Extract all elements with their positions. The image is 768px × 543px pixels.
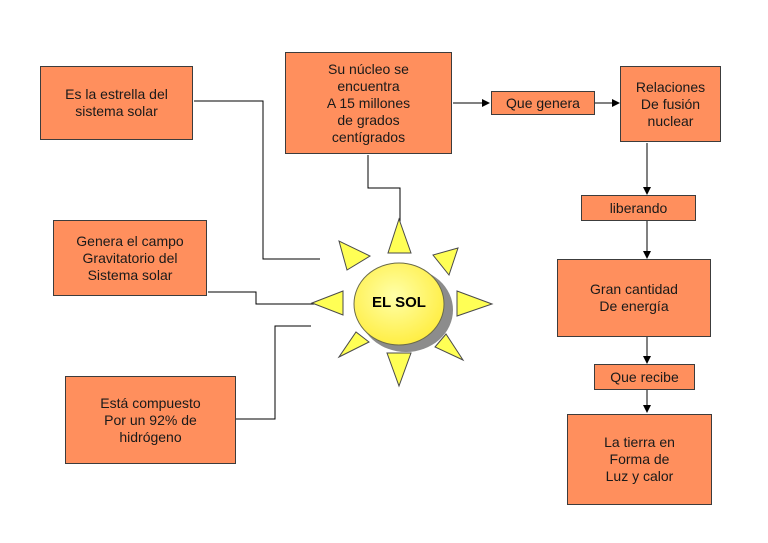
- sun-ray-left: [310, 290, 344, 316]
- sun-label: EL SOL: [372, 294, 426, 311]
- box-nucleus-temperature: Su núcleo se encuentra A 15 millones de …: [285, 52, 452, 154]
- box-star-text: Es la estrella del sistema solar: [65, 86, 168, 119]
- box-earth-text: La tierra en Forma de Luz y calor: [604, 434, 675, 484]
- connector-hydrogen-to-sun: [236, 325, 311, 420]
- box-liberando-text: liberando: [609, 199, 668, 216]
- sun-core: [353, 262, 445, 346]
- connector-gravity-to-sun: [208, 291, 316, 305]
- box-nucleus-text: Su núcleo se encuentra A 15 millones de …: [326, 60, 411, 145]
- sun-ray-top-left: [338, 240, 372, 271]
- sun-ray-right: [456, 290, 494, 317]
- box-hydrogen-text: Está compuesto Por un 92% de hidrógeno: [100, 394, 201, 445]
- box-earth-light-heat: La tierra en Forma de Luz y calor: [567, 414, 712, 505]
- box-gravitational-field: Genera el campo Gravitatorio del Sistema…: [53, 220, 207, 296]
- sun-ray-bottom-right: [434, 333, 465, 362]
- box-que-recibe-text: Que recibe: [610, 368, 679, 385]
- box-energy: Gran cantidad De energía: [557, 259, 711, 337]
- connector-star-to-sun: [194, 100, 320, 260]
- box-hydrogen-composition: Está compuesto Por un 92% de hidrógeno: [65, 376, 236, 464]
- sun-ray-top-right: [432, 247, 459, 277]
- sun-ray-top: [387, 217, 412, 254]
- box-liberando: liberando: [581, 195, 696, 221]
- box-que-genera-text: Que genera: [506, 94, 580, 111]
- sun-ray-bottom-left: [337, 331, 370, 359]
- box-gravity-text: Genera el campo Gravitatorio del Sistema…: [76, 232, 184, 283]
- box-nuclear-fusion: Relaciones De fusión nuclear: [620, 66, 721, 142]
- box-star-of-solar-system: Es la estrella del sistema solar: [40, 66, 193, 140]
- box-que-recibe: Que recibe: [594, 364, 695, 390]
- box-que-genera: Que genera: [491, 91, 595, 115]
- sun-rays: [310, 217, 494, 388]
- box-nuclear-fusion-text: Relaciones De fusión nuclear: [635, 78, 706, 129]
- connector-nucleus-to-sun: [367, 155, 401, 222]
- sun-ray-bottom: [386, 352, 412, 388]
- box-energy-text: Gran cantidad De energía: [590, 281, 678, 314]
